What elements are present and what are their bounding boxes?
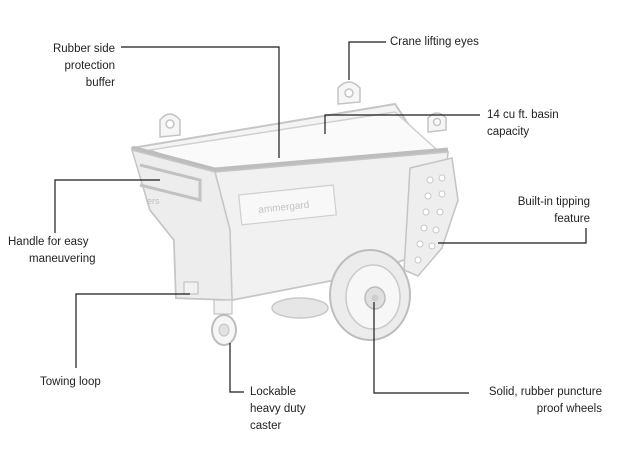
leader-lines	[54, 41, 587, 394]
brand-plate	[238, 184, 337, 226]
tipping-plate	[403, 157, 459, 277]
leader-tipping	[438, 228, 587, 244]
leader-wheels	[373, 302, 469, 394]
leader-basin-capacity	[324, 114, 480, 134]
front-wheel	[329, 249, 411, 341]
crane-lifting-eye-back	[427, 112, 447, 133]
brand-plate-text: ammergard	[258, 200, 310, 216]
crane-lifting-eye-right	[337, 81, 361, 105]
leader-rubber-buffer	[121, 46, 280, 158]
callout-basin-capacity: 14 cu ft. basin capacity	[487, 109, 559, 138]
callout-crane-eyes: Crane lifting eyes	[390, 36, 479, 48]
callout-caster: Lockable heavy duty caster	[250, 386, 306, 432]
side-logo-mark: ers	[147, 196, 160, 206]
handle-bar	[139, 163, 202, 202]
basin-side-face	[130, 148, 233, 301]
callout-wheels: Solid, rubber puncture proof wheels	[488, 386, 602, 415]
callout-tipping: Built-in tipping feature	[517, 196, 590, 225]
callout-towing: Towing loop	[40, 376, 101, 388]
callout-rubber-buffer: Rubber side protection buffer	[52, 43, 115, 89]
leader-handle	[54, 179, 160, 233]
towing-loop-bracket	[183, 281, 199, 295]
callout-handle: Handle for easy maneuvering	[8, 236, 96, 265]
crane-lifting-eye-left	[159, 113, 181, 138]
caster	[211, 299, 237, 346]
tipping-holes	[414, 174, 446, 264]
leader-crane-eyes	[348, 41, 386, 80]
leader-towing	[75, 293, 190, 368]
rear-wheel	[271, 297, 329, 319]
rubber-buffer-rim	[131, 145, 449, 173]
leader-caster	[229, 343, 244, 393]
